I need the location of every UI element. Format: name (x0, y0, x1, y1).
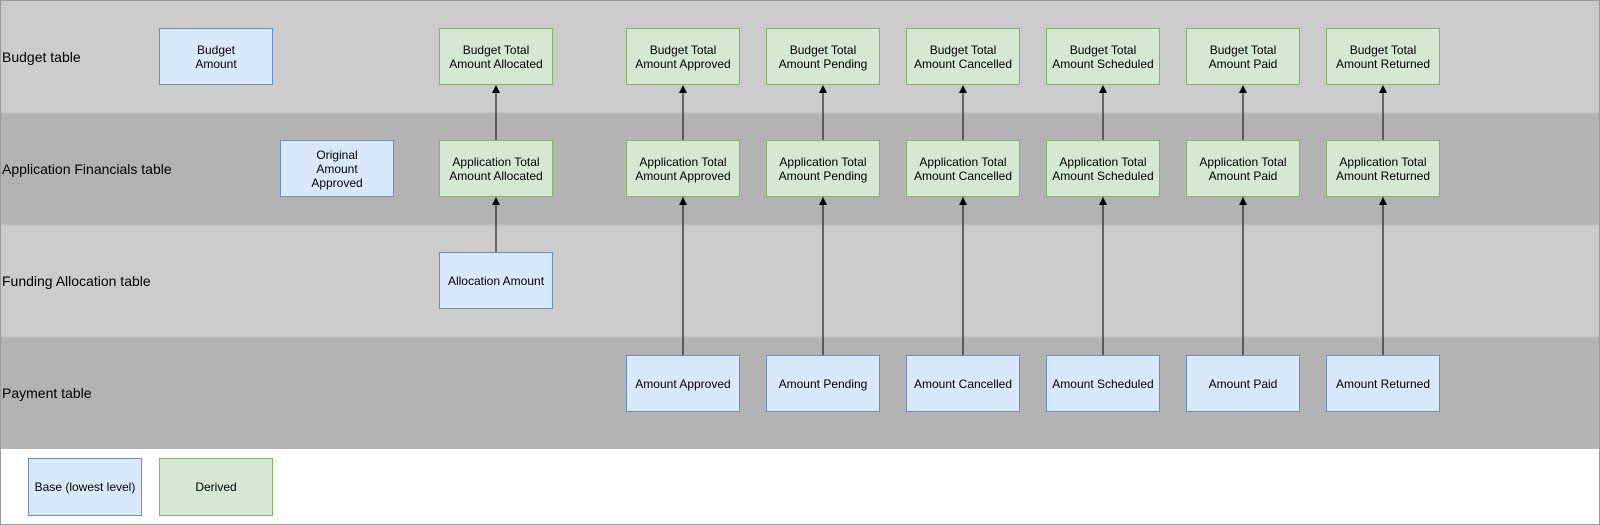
node-allocation-amount[interactable]: Allocation Amount (439, 252, 553, 309)
node-budget-total-amount-approved[interactable]: Budget Total Amount Approved (626, 28, 740, 85)
node-application-total-amount-pending[interactable]: Application Total Amount Pending (766, 140, 880, 197)
lane-funding-allocation (1, 225, 1599, 337)
node-original-amount-approved[interactable]: Original Amount Approved (280, 140, 394, 197)
node-application-total-amount-cancelled[interactable]: Application Total Amount Cancelled (906, 140, 1020, 197)
node-budget-total-amount-cancelled[interactable]: Budget Total Amount Cancelled (906, 28, 1020, 85)
lane-label-budget: Budget table (2, 49, 81, 65)
lane-label-application-financials: Application Financials table (2, 161, 172, 177)
node-budget-amount[interactable]: Budget Amount (159, 28, 273, 85)
node-application-total-amount-paid[interactable]: Application Total Amount Paid (1186, 140, 1300, 197)
lane-label-payment: Payment table (2, 385, 92, 401)
node-application-total-amount-allocated[interactable]: Application Total Amount Allocated (439, 140, 553, 197)
node-budget-total-amount-pending[interactable]: Budget Total Amount Pending (766, 28, 880, 85)
node-amount-cancelled[interactable]: Amount Cancelled (906, 355, 1020, 412)
node-amount-scheduled[interactable]: Amount Scheduled (1046, 355, 1160, 412)
legend-base: Base (lowest level) (28, 458, 142, 516)
node-amount-pending[interactable]: Amount Pending (766, 355, 880, 412)
node-application-total-amount-approved[interactable]: Application Total Amount Approved (626, 140, 740, 197)
node-budget-total-amount-scheduled[interactable]: Budget Total Amount Scheduled (1046, 28, 1160, 85)
lane-label-funding-allocation: Funding Allocation table (2, 273, 151, 289)
node-amount-returned[interactable]: Amount Returned (1326, 355, 1440, 412)
node-budget-total-amount-returned[interactable]: Budget Total Amount Returned (1326, 28, 1440, 85)
node-amount-paid[interactable]: Amount Paid (1186, 355, 1300, 412)
node-application-total-amount-scheduled[interactable]: Application Total Amount Scheduled (1046, 140, 1160, 197)
node-amount-approved[interactable]: Amount Approved (626, 355, 740, 412)
node-budget-total-amount-allocated[interactable]: Budget Total Amount Allocated (439, 28, 553, 85)
node-budget-total-amount-paid[interactable]: Budget Total Amount Paid (1186, 28, 1300, 85)
legend-derived: Derived (159, 458, 273, 516)
node-application-total-amount-returned[interactable]: Application Total Amount Returned (1326, 140, 1440, 197)
